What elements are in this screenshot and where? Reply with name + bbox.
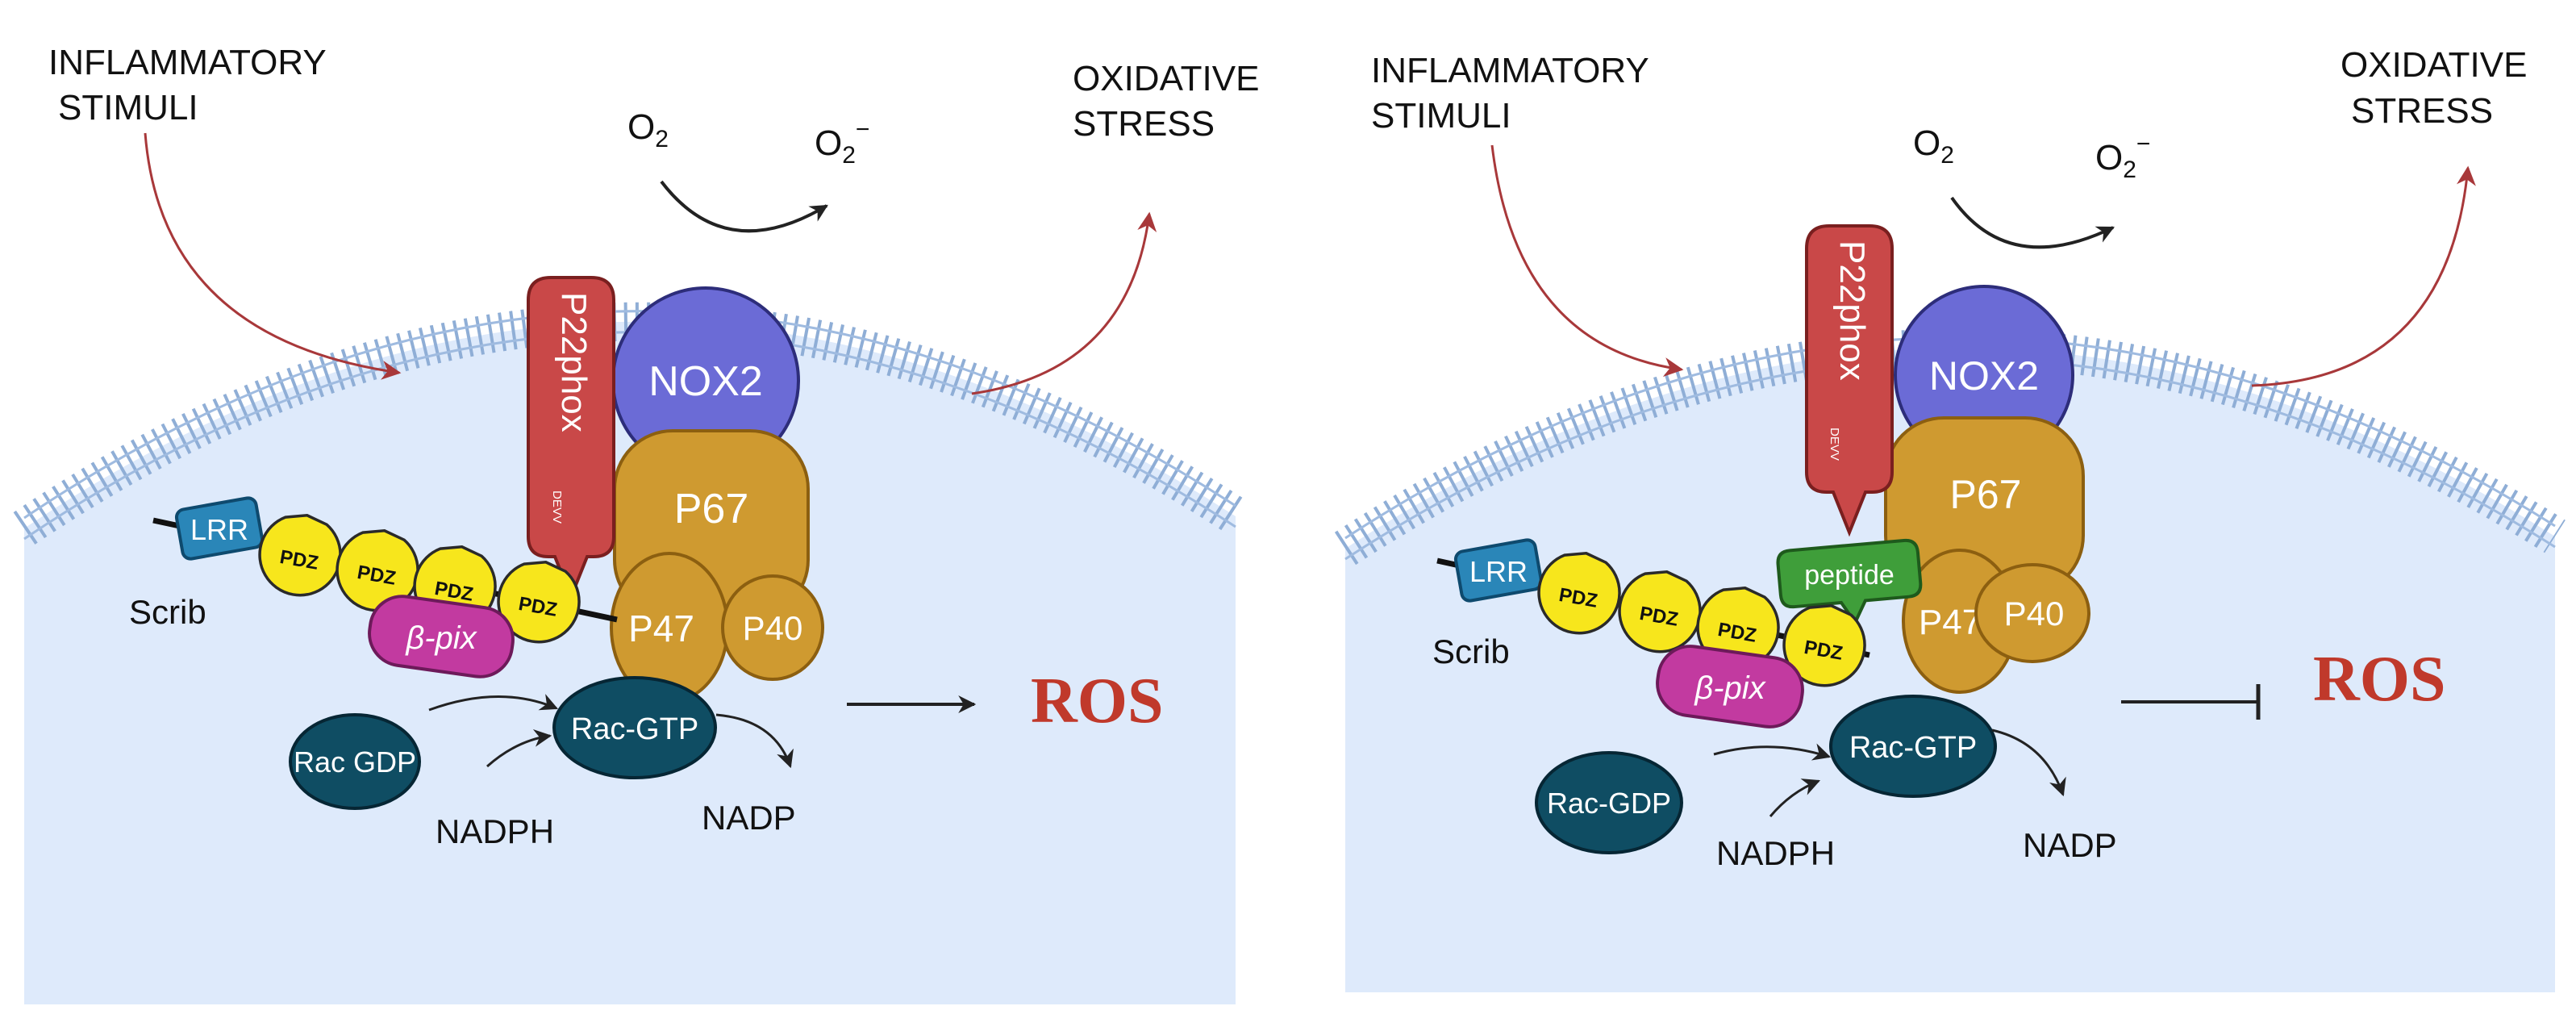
right-pdz-1: PDZ [1537,551,1621,635]
left-panel: INFLAMMATORY STIMULI O2 O2− OXIDATIVE ST… [13,43,1269,1004]
left-beta-pix-label: β-pix [405,620,477,656]
left-nox2-label: NOX2 [648,358,763,405]
right-nadph-label: NADPH [1716,834,1835,872]
right-beta-pix-label: β-pix [1694,670,1766,706]
left-nadph-arrow [486,729,552,768]
right-p22phox [1805,224,1894,537]
left-rac-activation-arrow [428,694,559,712]
left-p47-label: P47 [628,607,694,649]
right-rac-gtp-label: Rac-GTP [1849,731,1977,765]
left-rac-gtp-label: Rac-GTP [571,712,698,746]
right-nadp-label: NADP [2023,826,2117,864]
right-o2-label: O2 [1913,123,1954,169]
right-stress-arrow [2251,165,2476,387]
right-nadph-arrow [1769,779,1821,817]
left-beta-pix [368,595,515,678]
right-nadp-arrow [1991,729,2066,797]
right-pdz-2: PDZ [1618,570,1702,653]
left-rac-gdp [289,713,421,810]
right-peptide [1776,538,1923,626]
right-stress-label: OXIDATIVE STRESS [2340,45,2537,131]
left-stimuli-arrow [144,132,402,380]
right-panel: INFLAMMATORY STIMULI O2 O2− OXIDATIVE ST… [1334,45,2566,992]
right-rac-gdp-label: Rac-GDP [1547,787,1671,820]
right-pdz-4: PDZ [1782,603,1866,687]
right-rac-activation-arrow [1713,743,1832,761]
left-nadp-label: NADP [702,799,796,837]
left-pdz-4: PDZ [497,560,581,644]
left-devv-label: DEVV [550,491,564,524]
left-lrr-label: LRR [190,513,248,546]
right-p40 [1974,563,2090,663]
right-pdz-3: PDZ [1696,586,1780,670]
left-p22phox [527,276,615,602]
left-lrr [174,496,265,561]
left-ros-label: ROS [1031,666,1164,737]
right-nox2-label: NOX2 [1929,353,2039,399]
right-stimuli-arrow [1490,144,1684,377]
left-nadph-label: NADPH [436,812,554,850]
left-membrane [13,302,1247,545]
left-pdz-2: PDZ [336,528,419,612]
left-o2-arrow [660,180,828,233]
left-p22phox-label: P22phox [554,292,594,432]
left-stimuli-label: INFLAMMATORY STIMULI [48,43,336,127]
right-devv-label: DEVV [1828,428,1841,461]
left-stress-arrow [971,211,1157,395]
left-nadp-arrow [715,713,794,769]
right-ros-label: ROS [2313,644,2446,715]
right-p40-label: P40 [2004,595,2065,632]
right-peptide-label: peptide [1804,560,1894,591]
right-superoxide-label: O2− [2095,131,2150,183]
left-rac-gtp [552,676,717,779]
right-o2-arrow [1950,196,2115,249]
right-scrib-label: Scrib [1432,632,1510,670]
right-p67-label: P67 [1950,472,2022,517]
left-superoxide-label: O2− [815,116,869,169]
left-rac-gdp-label: Rac GDP [294,745,416,779]
left-scrib-label: Scrib [129,593,206,631]
right-lrr-label: LRR [1469,555,1528,588]
left-p40 [721,574,824,681]
left-p67-label: P67 [674,486,749,532]
right-lrr [1453,538,1544,603]
right-p22phox-label: P22phox [1832,240,1872,381]
left-stress-label: OXIDATIVE STRESS [1073,59,1269,144]
right-beta-pix [1656,645,1804,729]
right-stimuli-label: INFLAMMATORY STIMULI [1371,51,1658,136]
right-rac-gdp [1535,751,1683,854]
right-p47-label: P47 [1919,603,1982,642]
left-o2-label: O2 [627,107,669,152]
left-pdz-1: PDZ [258,513,342,597]
left-p40-label: P40 [743,609,803,647]
